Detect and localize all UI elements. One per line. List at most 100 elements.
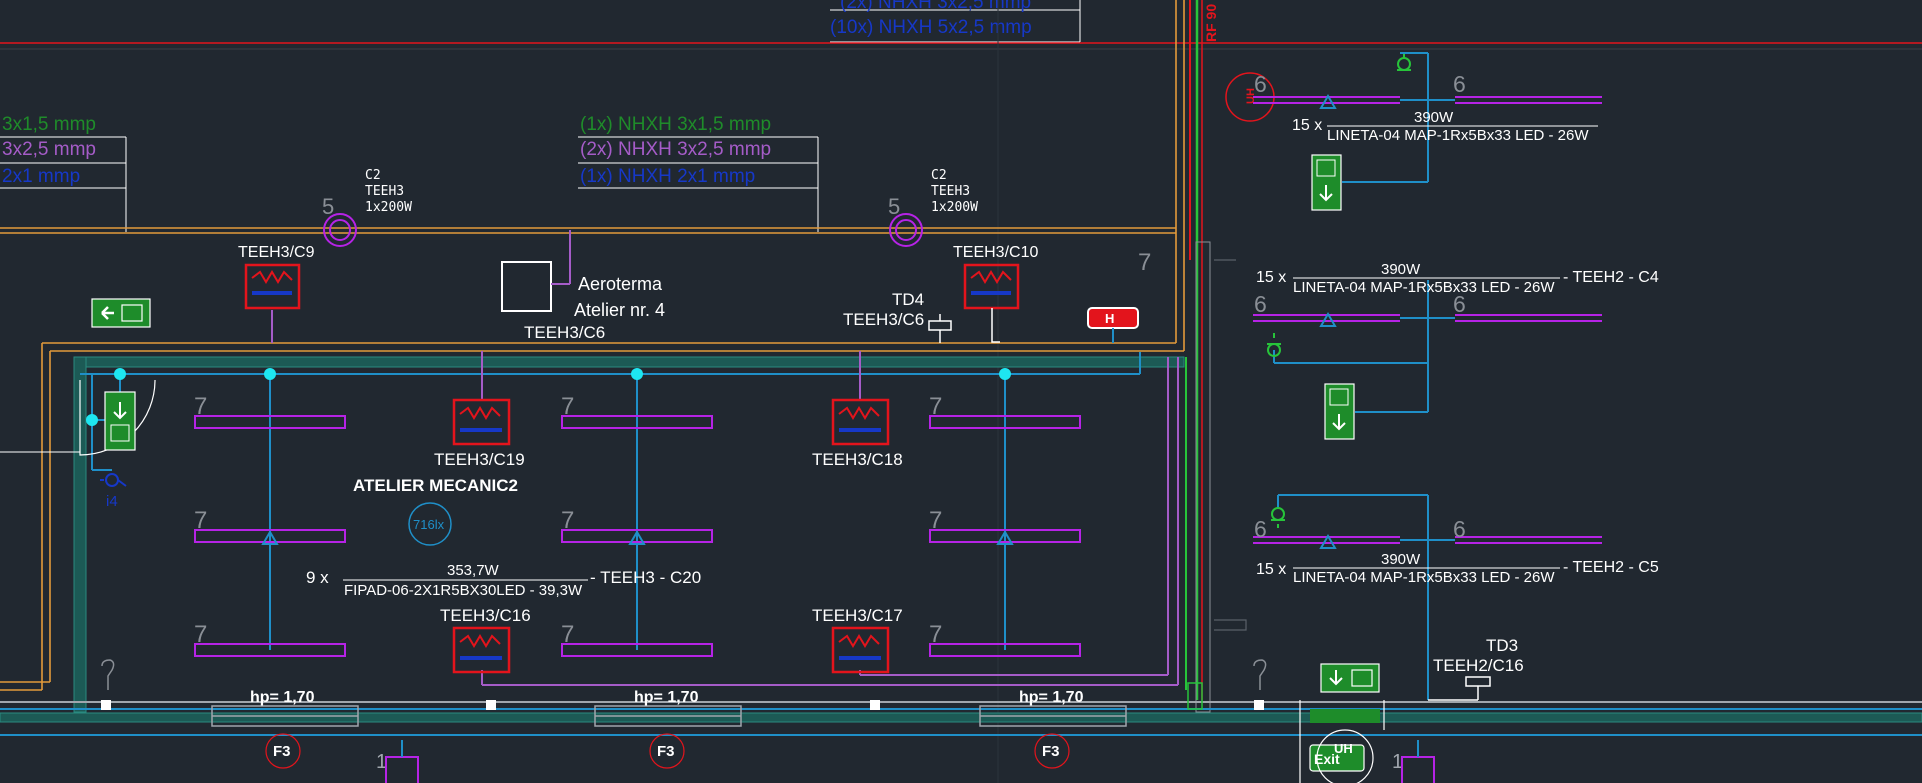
top-cable-legend: (2x) NHXH 3x2,5 mmp (10x) NHXH 5x2,5 mmp [830, 0, 1081, 43]
right-group-2[interactable]: 6 6 15 x 390W LINETA-04 MAP-1Rx5Bx33 LED… [1253, 261, 1659, 440]
right-group-3-model: LINETA-04 MAP-1Rx5Bx33 LED - 26W [1293, 569, 1555, 586]
td4-name: TD4 [892, 290, 924, 309]
heater-c17[interactable]: TEEH3/C17 [812, 606, 903, 674]
heater-c9[interactable]: TEEH3/C9 [238, 244, 315, 310]
rf-label: RF 90 [1203, 4, 1219, 42]
section-marker-1: F3 [273, 743, 291, 760]
fixture-number: 5 [888, 194, 900, 219]
circuit-lines [80, 352, 1141, 650]
orange-walls [0, 0, 1185, 691]
bottom-outlets: 1 1 [376, 740, 1435, 783]
left-group-circuit: - TEEH3 - C20 [590, 568, 701, 587]
heater-c18-label: TEEH3/C18 [812, 450, 903, 469]
heater-c10[interactable]: TEEH3/C10 [953, 244, 1038, 343]
right-group-1-tag-b: 6 [1453, 71, 1466, 97]
junction-nodes [86, 368, 1011, 426]
svg-text:UH: UH [1245, 88, 1257, 104]
aeroterma-unit[interactable]: Aeroterma Atelier nr. 4 TEEH3/C6 [501, 261, 665, 342]
heater-c9-label: TEEH3/C9 [238, 244, 315, 261]
fixture-line2: TEEH3 [365, 184, 404, 199]
td3-panel[interactable]: TD3 TEEH2/C16 [1433, 636, 1524, 700]
emergency-markers [261, 530, 1014, 545]
windows [211, 705, 1127, 727]
left-legend-line2: 3x2,5 mmp [2, 139, 96, 160]
green-riser [1185, 357, 1203, 710]
heater-c16[interactable]: TEEH3/C16 [440, 606, 531, 674]
exit-door-bottom[interactable]: Exit UH [1299, 700, 1385, 783]
uh-label: UH [1334, 741, 1353, 756]
heater-c17-label: TEEH3/C17 [812, 606, 903, 625]
right-group-1[interactable]: 6 6 15 x 390W LINETA-04 MAP-1Rx5Bx33 LED… [1253, 52, 1602, 211]
fixture-line1: C2 [931, 168, 947, 183]
luminaires-left-room[interactable] [194, 415, 1081, 657]
tag-7: 7 [561, 507, 574, 534]
exit-sign-bottom-icon[interactable] [1320, 663, 1380, 693]
left-legend-line3: 2x1 mmp [2, 166, 80, 187]
left-group-power: 353,7W [447, 562, 500, 579]
aeroterma-circuit: TEEH3/C6 [524, 323, 605, 342]
fixture-line3: 1x200W [931, 200, 978, 215]
right-group-1-count: 15 x [1292, 117, 1322, 134]
ceiling-fixture-1[interactable]: 5 C2 TEEH3 1x200W [322, 168, 412, 247]
ceiling-fixture-2[interactable]: 5 C2 TEEH3 1x200W [888, 168, 978, 247]
fixture-line2: TEEH3 [931, 184, 970, 199]
heater-c19[interactable]: TEEH3/C19 [434, 398, 525, 469]
tag-7: 7 [561, 393, 574, 420]
mid-legend-line1: (1x) NHXH 3x1,5 mmp [580, 114, 771, 135]
td3-name: TD3 [1486, 636, 1518, 655]
right-group-2-circuit: - TEEH2 - C4 [1563, 269, 1659, 286]
exit-label: Exit [1314, 751, 1340, 767]
fixture-number: 5 [322, 194, 334, 219]
right-group-2-tag-b: 6 [1453, 291, 1466, 317]
lux-circle [408, 502, 452, 546]
inner-wall-hatch [73, 241, 1211, 713]
section-marker-3: F3 [1042, 743, 1060, 760]
right-group-3-circuit: - TEEH2 - C5 [1563, 559, 1659, 576]
bottom-wall [0, 701, 1922, 736]
heater-c19-label: TEEH3/C19 [434, 450, 525, 469]
aeroterma-line1: Aeroterma [578, 274, 663, 294]
door-tag: i4 [106, 493, 118, 510]
wall-pillars [101, 700, 1264, 710]
grid-label-1a: 1 [376, 751, 387, 773]
svg-text:H: H [1105, 311, 1114, 326]
fixture-line3: 1x200W [365, 200, 412, 215]
exit-sign-left-icon[interactable] [91, 298, 151, 328]
right-group-3-count: 15 x [1256, 561, 1286, 578]
right-group-2-model: LINETA-04 MAP-1Rx5Bx33 LED - 26W [1293, 279, 1555, 296]
tag-7: 7 [194, 507, 207, 534]
mid-cable-legend: (1x) NHXH 3x1,5 mmp (2x) NHXH 3x2,5 mmp … [578, 114, 819, 232]
room-name: ATELIER MECANIC2 [353, 476, 518, 495]
heater-c18[interactable]: TEEH3/C18 [812, 398, 903, 469]
fixture-line1: C2 [365, 168, 381, 183]
heater-c16-label: TEEH3/C16 [440, 606, 531, 625]
top-legend-line1: (2x) NHXH 3x2,5 mmp [840, 0, 1031, 13]
mid-legend-line3: (1x) NHXH 2x1 mmp [580, 166, 755, 187]
left-door[interactable]: i4 [0, 379, 156, 510]
section-markers[interactable]: F3 F3 F3 [265, 733, 1070, 769]
tag-7: 7 [929, 507, 942, 534]
right-group-3[interactable]: 6 6 15 x 390W LINETA-04 MAP-1Rx5Bx33 LED… [1253, 494, 1659, 701]
tag-7: 7 [194, 621, 207, 648]
grid-label-1b: 1 [1392, 751, 1403, 773]
tag-7: 7 [929, 393, 942, 420]
left-group-count: 9 x [306, 568, 329, 587]
tag-7: 7 [929, 621, 942, 648]
td4-circuit: TEEH3/C6 [843, 310, 924, 329]
tag-7: 7 [194, 393, 207, 420]
fire-wall: RF 90 [1189, 0, 1219, 700]
fire-extinguisher-icon[interactable]: H [1087, 307, 1139, 343]
window-label-3: hp= 1,70 [1019, 689, 1084, 706]
td4-panel[interactable]: TD4 TEEH3/C6 [843, 290, 952, 343]
tag-7-markers: 7 7 7 7 7 7 7 7 7 7 [194, 249, 1151, 648]
top-legend-line2: (10x) NHXH 5x2,5 mmp [830, 17, 1032, 38]
window-label-1: hp= 1,70 [250, 689, 315, 706]
mid-legend-line2: (2x) NHXH 3x2,5 mmp [580, 139, 771, 160]
window-labels: hp= 1,70 hp= 1,70 hp= 1,70 [250, 689, 1084, 706]
right-group-1-model: LINETA-04 MAP-1Rx5Bx33 LED - 26W [1327, 127, 1589, 144]
room-label: ATELIER MECANIC2 716lx [353, 476, 518, 546]
right-group-3-tag-b: 6 [1453, 516, 1466, 542]
left-legend-line1: 3x1,5 mmp [2, 114, 96, 135]
right-group-2-count: 15 x [1256, 269, 1286, 286]
